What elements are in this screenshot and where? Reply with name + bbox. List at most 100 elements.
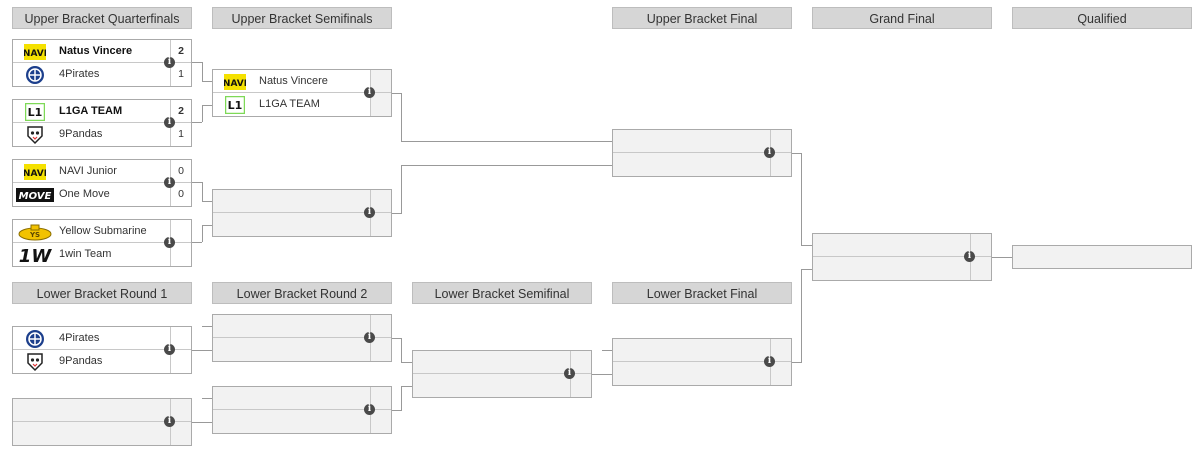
team-name: Yellow Submarine xyxy=(59,225,147,237)
match-ub-semifinal-1[interactable]: NAVI Natus Vincere L1 L1GA TEAM i xyxy=(212,69,392,117)
team-slot[interactable] xyxy=(213,315,370,338)
team-slot[interactable]: L1 L1GA TEAM xyxy=(13,100,170,123)
navi-logo: NAVI xyxy=(216,72,254,91)
team-slot[interactable] xyxy=(613,153,770,176)
info-icon[interactable]: i xyxy=(164,416,175,427)
team-slot[interactable]: MOVE One Move xyxy=(13,183,170,206)
header-ub-semifinals: Upper Bracket Semifinals xyxy=(212,7,392,29)
info-icon[interactable]: i xyxy=(164,344,175,355)
match-ub-quarterfinal-3[interactable]: NAVI NAVI Junior MOVE One Move 0 0 i xyxy=(12,159,192,207)
team-score xyxy=(170,220,191,243)
info-icon[interactable]: i xyxy=(964,251,975,262)
4pirates-logo xyxy=(16,65,54,84)
info-icon[interactable]: i xyxy=(764,356,775,367)
team-score: 0 xyxy=(170,183,191,206)
team-slot[interactable] xyxy=(413,351,570,374)
qualified-slot[interactable] xyxy=(1012,245,1192,269)
team-score: 1 xyxy=(170,63,191,86)
team-slot[interactable] xyxy=(213,410,370,433)
match-ub-final[interactable]: i xyxy=(612,129,792,177)
team-score xyxy=(370,315,391,338)
match-lb-round1-2[interactable]: i xyxy=(12,398,192,446)
info-icon[interactable]: i xyxy=(364,332,375,343)
team-name: Natus Vincere xyxy=(59,45,133,57)
team-slot[interactable] xyxy=(813,234,970,257)
team-slot[interactable] xyxy=(213,338,370,361)
header-ub-final: Upper Bracket Final xyxy=(612,7,792,29)
9pandas-logo xyxy=(16,125,54,144)
info-icon[interactable]: i xyxy=(764,147,775,158)
info-icon[interactable]: i xyxy=(164,117,175,128)
team-slot[interactable] xyxy=(613,362,770,385)
team-slot[interactable]: NAVI Natus Vincere xyxy=(13,40,170,63)
team-slot[interactable] xyxy=(213,190,370,213)
header-lb-round1: Lower Bracket Round 1 xyxy=(12,282,192,304)
info-icon[interactable]: i xyxy=(564,368,575,379)
svg-text:1W: 1W xyxy=(19,246,53,264)
team-score xyxy=(370,70,391,93)
team-slot[interactable] xyxy=(13,399,170,422)
match-lb-semifinal[interactable]: i xyxy=(412,350,592,398)
team-score xyxy=(570,374,591,397)
team-slot[interactable]: YS Yellow Submarine xyxy=(13,220,170,243)
match-lb-final[interactable]: i xyxy=(612,338,792,386)
match-ub-quarterfinal-4[interactable]: YS Yellow Submarine 1W 1win Team i xyxy=(12,219,192,267)
team-slot[interactable]: NAVI NAVI Junior xyxy=(13,160,170,183)
team-score xyxy=(170,350,191,373)
team-slot[interactable] xyxy=(613,339,770,362)
navi-logo: NAVI xyxy=(16,42,54,61)
match-ub-quarterfinal-2[interactable]: L1 L1GA TEAM 9Pandas 2 1 i xyxy=(12,99,192,147)
team-slot[interactable] xyxy=(813,257,970,280)
team-slot[interactable]: 4Pirates xyxy=(13,63,170,86)
team-name: 4Pirates xyxy=(59,68,100,80)
team-score xyxy=(170,243,191,266)
team-score xyxy=(370,93,391,116)
l1ga-logo: L1 xyxy=(16,102,54,121)
team-score: 0 xyxy=(170,160,191,183)
team-slot[interactable] xyxy=(413,374,570,397)
team-name: 9Pandas xyxy=(59,128,103,140)
info-icon[interactable]: i xyxy=(364,404,375,415)
info-icon[interactable]: i xyxy=(364,87,375,98)
svg-text:NAVI: NAVI xyxy=(24,169,46,179)
info-icon[interactable]: i xyxy=(164,237,175,248)
header-lb-semifinal: Lower Bracket Semifinal xyxy=(412,282,592,304)
onemove-logo: MOVE xyxy=(16,185,54,204)
team-slot[interactable]: NAVI Natus Vincere xyxy=(213,70,370,93)
match-lb-round2-1[interactable]: i xyxy=(212,314,392,362)
info-icon[interactable]: i xyxy=(164,57,175,68)
team-name: One Move xyxy=(59,188,110,200)
team-slot[interactable] xyxy=(13,422,170,445)
header-grand-final: Grand Final xyxy=(812,7,992,29)
team-score xyxy=(570,351,591,374)
l1ga-logo: L1 xyxy=(216,95,254,114)
team-score xyxy=(770,362,791,385)
navi-logo: NAVI xyxy=(16,162,54,181)
svg-text:L1: L1 xyxy=(28,106,43,119)
team-slot[interactable]: 4Pirates xyxy=(13,327,170,350)
team-slot[interactable]: L1 L1GA TEAM xyxy=(213,93,370,116)
team-score xyxy=(170,399,191,422)
4pirates-logo xyxy=(16,329,54,348)
header-lb-round2: Lower Bracket Round 2 xyxy=(212,282,392,304)
team-slot[interactable]: 1W 1win Team xyxy=(13,243,170,266)
header-ub-quarterfinals: Upper Bracket Quarterfinals xyxy=(12,7,192,29)
team-slot[interactable] xyxy=(213,213,370,236)
team-score xyxy=(370,410,391,433)
team-slot[interactable] xyxy=(613,130,770,153)
match-lb-round1-1[interactable]: 4Pirates 9Pandas i xyxy=(12,326,192,374)
match-ub-semifinal-2[interactable]: i xyxy=(212,189,392,237)
team-slot[interactable]: 9Pandas xyxy=(13,123,170,146)
match-ub-quarterfinal-1[interactable]: NAVI Natus Vincere 4Pirates 2 1 i xyxy=(12,39,192,87)
info-icon[interactable]: i xyxy=(164,177,175,188)
info-icon[interactable]: i xyxy=(364,207,375,218)
svg-text:NAVI: NAVI xyxy=(24,49,46,59)
match-lb-round2-2[interactable]: i xyxy=(212,386,392,434)
header-qualified: Qualified xyxy=(1012,7,1192,29)
team-score xyxy=(770,339,791,362)
header-lb-final: Lower Bracket Final xyxy=(612,282,792,304)
yellow-submarine-logo: YS xyxy=(16,222,54,241)
team-slot[interactable]: 9Pandas xyxy=(13,350,170,373)
match-grand-final[interactable]: i xyxy=(812,233,992,281)
team-slot[interactable] xyxy=(213,387,370,410)
